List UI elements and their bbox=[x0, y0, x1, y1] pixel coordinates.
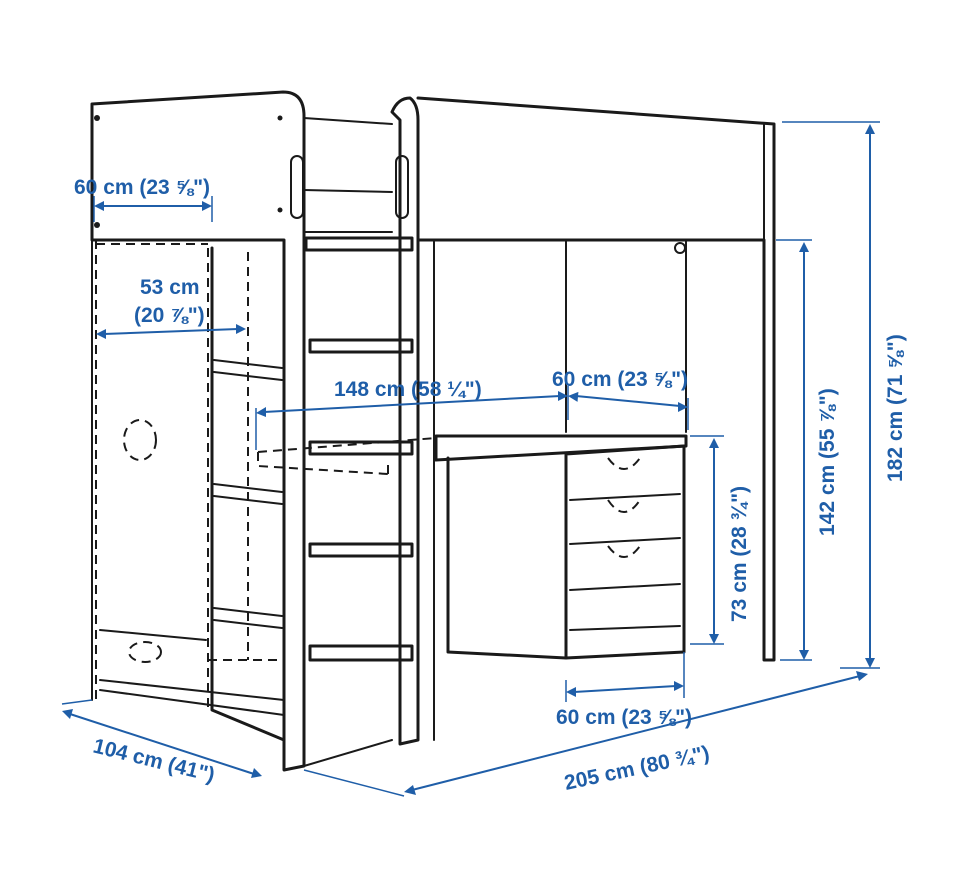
label-desk-drawer-width-bottom: 60 cm (23 ⅝") bbox=[556, 706, 692, 729]
drawer-divider bbox=[569, 583, 681, 591]
dimension-lines bbox=[61, 121, 880, 797]
shelf bbox=[213, 359, 283, 369]
shelf bbox=[213, 607, 283, 617]
ladder bbox=[303, 96, 420, 767]
dimension-labels: 60 cm (23 ⅝") 53 cm (20 ⅞") 148 cm (58 ¼… bbox=[74, 176, 907, 795]
fixing-hole bbox=[674, 242, 686, 254]
fixing-dot bbox=[94, 115, 100, 121]
bed-side-panel bbox=[416, 96, 776, 662]
label-desk-drawer-width-top: 60 cm (23 ⅝") bbox=[552, 368, 688, 391]
fixing-dot bbox=[94, 222, 100, 228]
label-desk-width: 148 cm (58 ¼") bbox=[334, 378, 482, 401]
wardrobe-plinth bbox=[99, 689, 285, 716]
shelf bbox=[213, 495, 283, 505]
fixing-dot bbox=[277, 207, 283, 213]
drawer-divider bbox=[569, 493, 681, 501]
shelf bbox=[213, 371, 283, 381]
label-total-length: 205 cm (80 ¾") bbox=[562, 742, 711, 795]
wardrobe-drawer-handle-dashed bbox=[128, 641, 162, 663]
shelf bbox=[213, 619, 283, 629]
label-shelf-width-line2: (20 ⅞") bbox=[134, 304, 205, 327]
open-shelf-unit bbox=[210, 246, 286, 742]
left-panel-hand-slot bbox=[290, 155, 304, 219]
label-wardrobe-width: 60 cm (23 ⅝") bbox=[74, 176, 210, 199]
shelf bbox=[213, 483, 283, 493]
label-clearance-height: 142 cm (55 ⅞") bbox=[816, 388, 839, 536]
left-end-panel bbox=[90, 90, 306, 772]
drawer-handle-dashed bbox=[607, 499, 641, 513]
fixing-dot bbox=[277, 115, 283, 121]
wardrobe-bottom-edge bbox=[99, 679, 285, 701]
label-total-height: 182 cm (71 ⅝") bbox=[884, 334, 907, 482]
wardrobe-drawer-top bbox=[99, 629, 207, 641]
drawer-handle-dashed bbox=[607, 457, 641, 470]
desk bbox=[257, 434, 688, 660]
ladder-foot bbox=[303, 739, 393, 767]
ladder-hand-slot bbox=[395, 155, 409, 219]
label-shelf-width-line1: 53 cm bbox=[140, 276, 200, 299]
wardrobe-handle-dashed bbox=[123, 419, 157, 461]
guard-rail bbox=[303, 117, 393, 233]
loft-bed-drawing bbox=[90, 90, 776, 772]
desk-shelf bbox=[569, 625, 681, 631]
drawer-handle-dashed bbox=[607, 545, 641, 558]
drawer-divider bbox=[569, 537, 681, 545]
label-desk-height: 73 cm (28 ¾") bbox=[728, 486, 751, 622]
wardrobe-outline-dashed bbox=[95, 240, 280, 710]
